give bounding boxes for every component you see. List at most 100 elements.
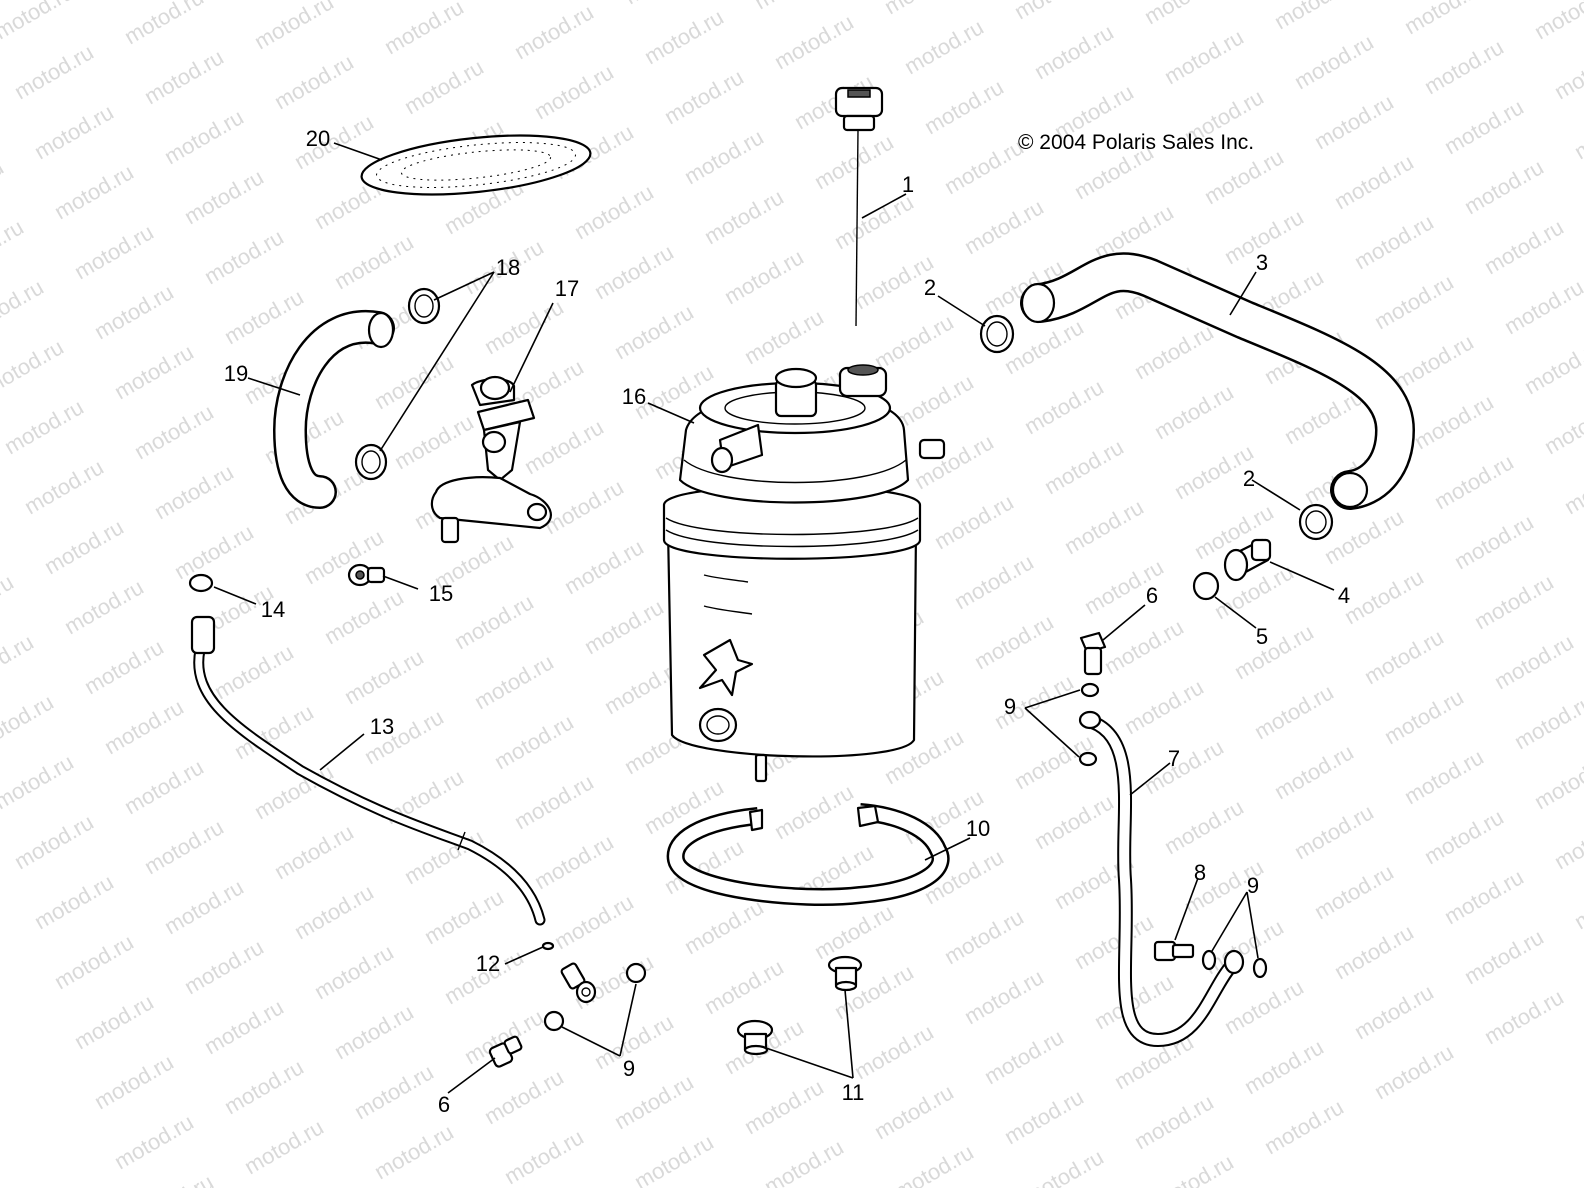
watermark-text: motod.ru bbox=[1330, 919, 1418, 984]
watermark-text: motod.ru bbox=[1160, 794, 1248, 859]
watermark-text: motod.ru bbox=[1200, 144, 1288, 209]
part-18-clamp-upper bbox=[407, 287, 441, 325]
watermark-text: motod.ru bbox=[350, 1059, 438, 1124]
watermark-text: motod.ru bbox=[1520, 334, 1584, 399]
watermark-text: motod.ru bbox=[640, 4, 728, 69]
part-9-washer-e bbox=[625, 962, 647, 984]
watermark-text: motod.ru bbox=[1500, 274, 1584, 339]
watermark-text: motod.ru bbox=[320, 584, 408, 649]
watermark-text: motod.ru bbox=[1540, 394, 1584, 459]
callout-1: 1 bbox=[902, 172, 914, 197]
watermark-text: motod.ru bbox=[1530, 0, 1584, 44]
watermark-text: motod.ru bbox=[870, 309, 958, 374]
watermark-text: motod.ru bbox=[250, 0, 338, 54]
part-9-washer-b bbox=[1078, 751, 1098, 767]
part-banjo-fitting-bottom bbox=[560, 962, 597, 1004]
watermark-text: motod.ru bbox=[1490, 629, 1578, 694]
watermark-text: motod.ru bbox=[40, 514, 128, 579]
callout-6-bottom: 6 bbox=[438, 1092, 450, 1117]
watermark-text: motod.ru bbox=[1020, 1144, 1108, 1188]
watermark-text: motod.ru bbox=[240, 1114, 328, 1179]
watermark-text: motod.ru bbox=[870, 1079, 958, 1144]
watermark-text: motod.ru bbox=[1420, 804, 1508, 869]
part-9-washer-c bbox=[1201, 949, 1217, 971]
watermark-text: motod.ru bbox=[1040, 434, 1128, 499]
watermark-text: motod.ru bbox=[400, 54, 488, 119]
watermark-text: motod.ru bbox=[150, 459, 238, 524]
callout-18: 18 bbox=[496, 255, 520, 280]
watermark-text: motod.ru bbox=[510, 0, 598, 64]
watermark-text: motod.ru bbox=[1440, 94, 1528, 159]
watermark-text: motod.ru bbox=[630, 1129, 718, 1188]
watermark-text: motod.ru bbox=[680, 124, 768, 189]
watermark-text: motod.ru bbox=[900, 14, 988, 79]
watermark-text: motod.ru bbox=[210, 639, 298, 704]
watermark-text: motod.ru bbox=[960, 964, 1048, 1029]
watermark-text: motod.ru bbox=[380, 0, 468, 59]
watermark-text: motod.ru bbox=[330, 229, 418, 294]
watermark-text: motod.ru bbox=[290, 879, 378, 944]
watermark-text: motod.ru bbox=[1140, 0, 1228, 29]
watermark-text: motod.ru bbox=[290, 109, 378, 174]
watermark-text: motod.ru bbox=[740, 1074, 828, 1139]
watermark-text: motod.ru bbox=[490, 0, 578, 4]
watermark-text: motod.ru bbox=[180, 934, 268, 999]
watermark-text: motod.ru bbox=[450, 589, 538, 654]
watermark-text: motod.ru bbox=[1450, 509, 1538, 574]
callout-19: 19 bbox=[224, 361, 248, 386]
watermark-text: motod.ru bbox=[140, 44, 228, 109]
watermark-text: motod.ru bbox=[1400, 744, 1488, 809]
part-11-grommet-lower bbox=[736, 1019, 774, 1056]
watermark-text: motod.ru bbox=[940, 904, 1028, 969]
watermark-text: motod.ru bbox=[0, 274, 48, 339]
watermark-text: motod.ru bbox=[1030, 19, 1118, 84]
part-20-screen bbox=[360, 134, 592, 196]
watermark-text: motod.ru bbox=[590, 239, 678, 304]
part-18-clamp-lower bbox=[354, 443, 388, 481]
watermark-text: motod.ru bbox=[110, 1109, 198, 1174]
watermark-text: motod.ru bbox=[1310, 89, 1398, 154]
watermark-text: motod.ru bbox=[1010, 0, 1098, 24]
watermark-text: motod.ru bbox=[490, 709, 578, 774]
watermark-text: motod.ru bbox=[510, 769, 598, 834]
watermark-text: motod.ru bbox=[700, 184, 788, 249]
watermark-text: motod.ru bbox=[1420, 34, 1508, 99]
watermark-text: motod.ru bbox=[1130, 1089, 1218, 1154]
callout-7: 7 bbox=[1168, 746, 1180, 771]
watermark-text: motod.ru bbox=[1570, 869, 1584, 934]
watermark-text: motod.ru bbox=[1030, 789, 1118, 854]
part-8-banjo-bolt bbox=[1153, 940, 1195, 962]
watermark-text: motod.ru bbox=[390, 409, 478, 474]
watermark-text: motod.ru bbox=[1130, 319, 1218, 384]
watermark-text: motod.ru bbox=[370, 349, 458, 414]
part-9-washer-a bbox=[1080, 682, 1100, 698]
watermark-text: motod.ru bbox=[220, 284, 308, 349]
callout-9-right: 9 bbox=[1004, 694, 1016, 719]
watermark-text: motod.ru bbox=[140, 814, 228, 879]
watermark-text: motod.ru bbox=[1150, 379, 1238, 444]
watermark-text: motod.ru bbox=[130, 399, 218, 464]
watermark-text: motod.ru bbox=[220, 1054, 308, 1119]
watermark-text: motod.ru bbox=[850, 1019, 938, 1084]
watermark-text: motod.ru bbox=[120, 754, 208, 819]
watermark-text: motod.ru bbox=[1290, 799, 1378, 864]
part-11-grommet-upper bbox=[827, 955, 863, 992]
callout-11: 11 bbox=[842, 1080, 865, 1105]
watermark-text: motod.ru bbox=[130, 1169, 218, 1188]
watermark-text: motod.ru bbox=[610, 299, 698, 364]
watermark-text: motod.ru bbox=[1430, 449, 1518, 514]
copyright-text: © 2004 Polaris Sales Inc. bbox=[1018, 131, 1254, 154]
watermark-text: motod.ru bbox=[940, 134, 1028, 199]
watermark-text: motod.ru bbox=[880, 0, 968, 19]
watermark-text: motod.ru bbox=[30, 99, 118, 164]
watermark-text: motod.ru bbox=[80, 634, 168, 699]
watermark-text: motod.ru bbox=[950, 549, 1038, 614]
callout-2-lower: 2 bbox=[1243, 466, 1255, 491]
watermark-text: motod.ru bbox=[90, 1049, 178, 1114]
watermark-text: motod.ru bbox=[0, 749, 78, 814]
callout-20: 20 bbox=[306, 126, 330, 151]
watermark-text: motod.ru bbox=[160, 104, 248, 169]
watermark-text: motod.ru bbox=[890, 1139, 978, 1188]
watermark-text: motod.ru bbox=[70, 989, 158, 1054]
